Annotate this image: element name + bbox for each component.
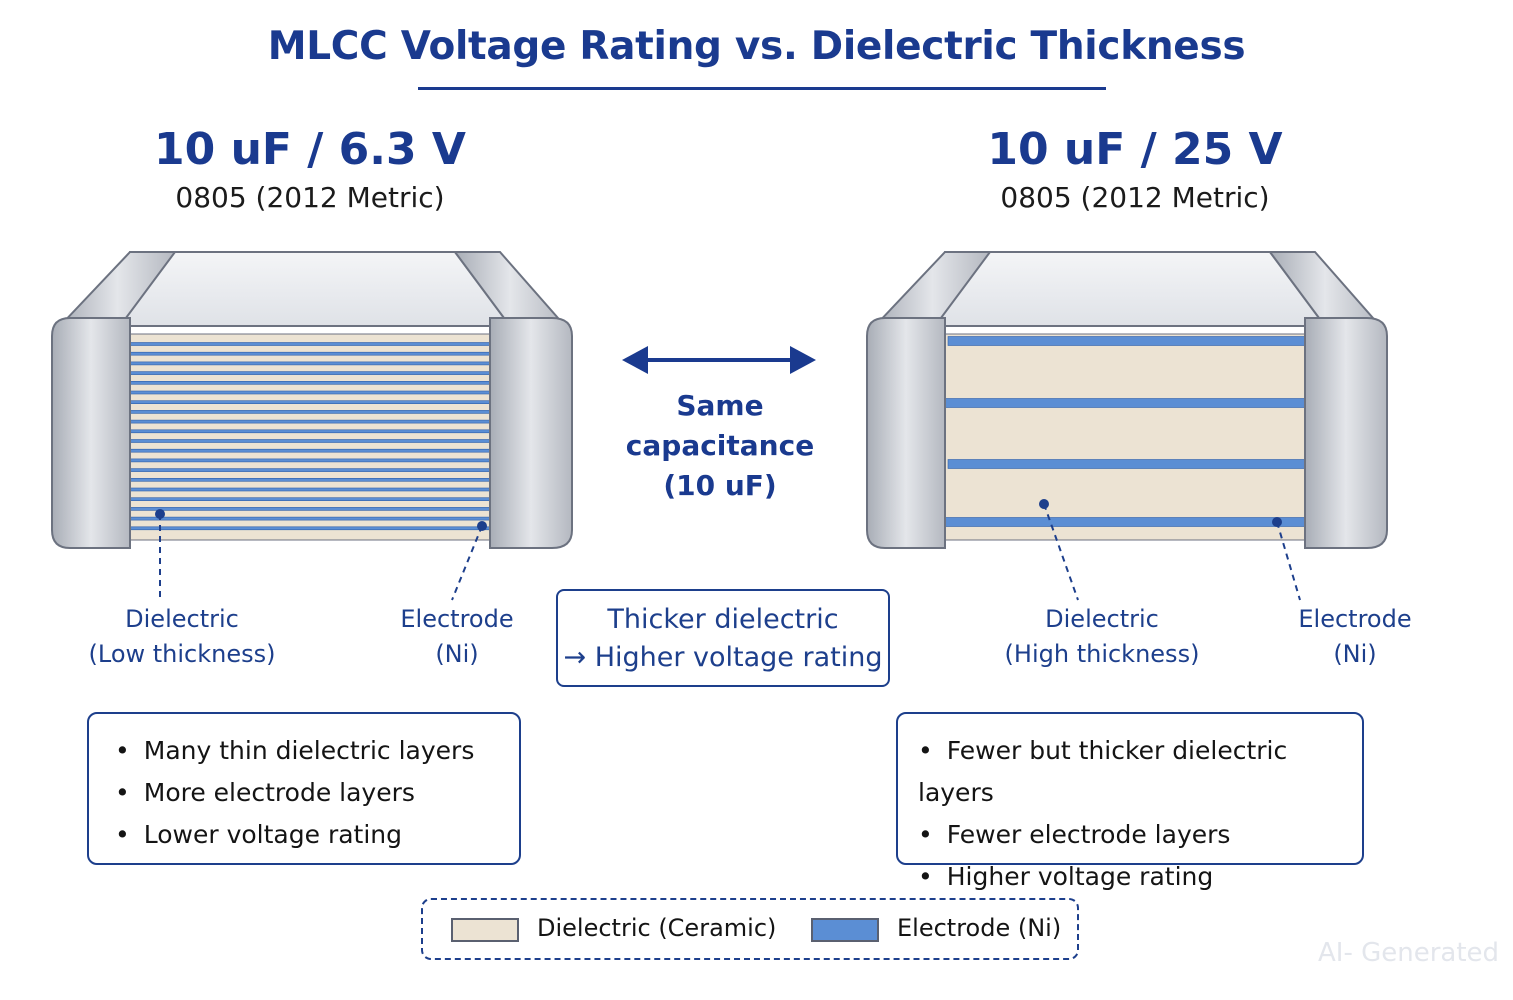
thicker-dielectric-note: Thicker dielectric → Higher voltage rati… [556, 589, 890, 687]
left-dielectric-label-line-2: (Low thickness) [88, 640, 276, 668]
right-electrode-layer [926, 398, 1306, 408]
left-electrode-layer [129, 468, 509, 472]
right-electrode-leader [1276, 521, 1301, 601]
left-electrode-layer [111, 400, 491, 405]
left-package: 0805 (2012 Metric) [175, 181, 445, 214]
left-terminal-2 [866, 317, 946, 549]
right-capacitor [866, 251, 1388, 549]
right-dielectric-label-line-2: (High thickness) [1004, 640, 1200, 668]
left-electrode-label-line-2: (Ni) [435, 640, 479, 668]
legend-electrode-label: Electrode (Ni) [897, 914, 1062, 942]
left-feature-1: Many thin dielectric layers [115, 730, 519, 772]
right-rating: 10 uF / 25 V [987, 124, 1283, 175]
right-terminal-2 [1304, 317, 1388, 549]
right-electrode-label: Electrode (Ni) [1275, 602, 1435, 672]
watermark: AI- Generated [1318, 938, 1500, 968]
right-dielectric-label-line-1: Dielectric [1045, 605, 1159, 633]
note-line-2: → Higher voltage rating [563, 642, 883, 673]
right-electrode-layer [947, 336, 1324, 346]
left-electrode-layer [129, 390, 509, 395]
left-electrode-layer [129, 487, 509, 492]
left-dielectric-dot [155, 509, 165, 519]
left-top-face [108, 251, 512, 327]
right-electrode-label-line-2: (Ni) [1333, 640, 1377, 668]
left-electrode-layer [129, 526, 509, 531]
left-electrode-layer [129, 371, 509, 375]
left-electrode-dot [477, 521, 487, 531]
right-electrode-label-line-1: Electrode [1298, 605, 1412, 633]
right-feature-1: Fewer but thicker dielectric layers [918, 730, 1362, 814]
left-electrode-layer [111, 342, 491, 346]
right-terminal [489, 317, 573, 549]
right-body-front [924, 333, 1326, 541]
left-features-panel: Many thin dielectric layers More electro… [87, 712, 521, 865]
left-electrode-layer [129, 448, 509, 453]
double-arrow-icon [622, 346, 816, 374]
note-line-1: Thicker dielectric [607, 604, 839, 635]
left-dielectric-label-line-1: Dielectric [125, 605, 239, 633]
left-electrode-layer [111, 361, 491, 366]
right-features-panel: Fewer but thicker dielectric layers Fewe… [896, 712, 1364, 891]
left-electrode-label-line-1: Electrode [400, 605, 514, 633]
right-electrode-layer [947, 459, 1324, 469]
right-dielectric-dot [1039, 499, 1049, 509]
electrode-swatch [811, 918, 879, 942]
right-package: 0805 (2012 Metric) [1000, 181, 1270, 214]
left-capacitor [51, 251, 573, 549]
left-feature-2: More electrode layers [115, 772, 519, 814]
left-electrode-layer [111, 516, 491, 521]
same-capacitance-line-1: Same [676, 389, 764, 422]
left-electrode-layer [129, 351, 509, 356]
left-dielectric-label: Dielectric (Low thickness) [62, 602, 302, 672]
left-terminal [51, 317, 131, 549]
dielectric-swatch [451, 918, 519, 942]
left-rating: 10 uF / 6.3 V [154, 124, 466, 175]
same-capacitance-line-3: (10 uF) [663, 469, 777, 502]
left-body-front [109, 333, 511, 541]
left-electrode-label: Electrode (Ni) [377, 602, 537, 672]
page-title: MLCC Voltage Rating vs. Dielectric Thick… [267, 24, 1246, 69]
left-electrode-layer [111, 380, 491, 385]
title-underline [418, 87, 1106, 90]
same-capacitance-label: Same capacitance (10 uF) [600, 386, 840, 506]
legend-dielectric-label: Dielectric (Ceramic) [537, 914, 777, 942]
left-electrode-layer [111, 477, 491, 482]
same-capacitance-line-2: capacitance [625, 429, 815, 462]
left-electrode-layer [111, 497, 491, 502]
right-electrode-layer [926, 517, 1306, 527]
left-electrode-leader [451, 525, 483, 601]
left-electrode-layer [129, 410, 509, 414]
left-electrode-layer [111, 458, 491, 463]
left-feature-3: Lower voltage rating [115, 814, 519, 856]
left-electrode-layer [129, 507, 509, 511]
right-dielectric-label: Dielectric (High thickness) [982, 602, 1222, 672]
right-top-face [923, 251, 1327, 327]
left-electrode-layer [111, 419, 491, 424]
right-feature-2: Fewer electrode layers [918, 814, 1362, 856]
right-feature-3: Higher voltage rating [918, 856, 1362, 898]
right-dielectric-leader [1043, 503, 1079, 601]
left-electrode-layer [129, 429, 509, 434]
left-electrode-layer [111, 439, 491, 443]
legend: Dielectric (Ceramic) Electrode (Ni) [421, 898, 1079, 960]
right-electrode-dot [1272, 517, 1282, 527]
